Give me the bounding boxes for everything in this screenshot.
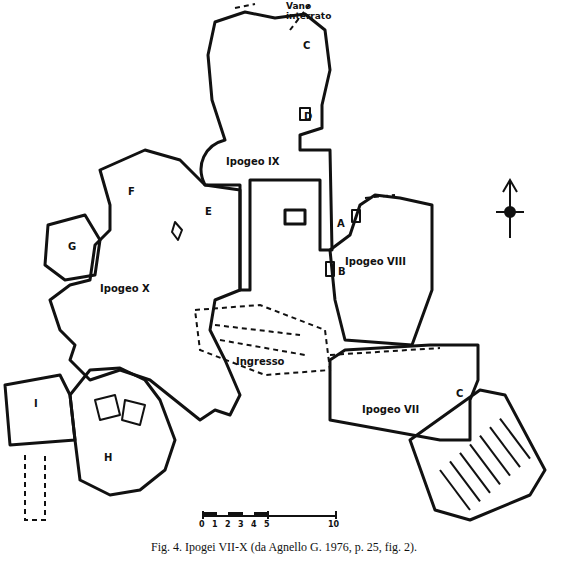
corridor-trace — [215, 325, 305, 355]
room-name: Ipogeo VII — [362, 404, 419, 415]
room-g-outline — [45, 215, 100, 280]
north-arrow — [496, 180, 524, 238]
point-letter: B — [338, 266, 346, 277]
stair-step — [450, 461, 480, 501]
scale-number: 5 — [264, 521, 270, 530]
room-letter: F — [128, 186, 135, 197]
pillar — [172, 222, 182, 240]
scale-bar — [203, 511, 336, 519]
room-i-outline — [5, 375, 75, 445]
buried-passage — [25, 455, 45, 520]
room-letter: H — [104, 452, 112, 463]
scale-number: 3 — [238, 521, 244, 530]
room-name: Ipogeo X — [100, 283, 150, 294]
stair-step — [490, 427, 520, 467]
stair-outline — [410, 390, 545, 520]
ipogeo-vii-outline — [330, 345, 478, 440]
stair-steps — [440, 419, 530, 510]
vano-label: Vano interrato — [286, 2, 334, 22]
scale-number: 1 — [212, 521, 218, 530]
room-name: Ipogeo IX — [226, 156, 279, 167]
room-h-outline — [70, 368, 175, 495]
scale-number: 4 — [251, 521, 257, 530]
scale-number: 0 — [199, 521, 205, 530]
scale-number: 2 — [225, 521, 231, 530]
ipogeo-viii-outline — [330, 195, 432, 345]
buried-edge — [235, 4, 440, 355]
ipogeo-ix-outline — [201, 12, 332, 290]
pillar — [95, 395, 145, 425]
room-letter: E — [205, 206, 212, 217]
stair-step — [470, 444, 500, 484]
ingresso-corridor — [195, 305, 330, 375]
stair-step — [460, 453, 490, 493]
stair-step — [500, 419, 530, 459]
scale-number: 10 — [328, 521, 339, 530]
point-letter: D — [304, 111, 312, 122]
stair-step — [480, 436, 510, 476]
room-letter: I — [34, 398, 38, 409]
room-name: Ipogeo VIII — [345, 256, 406, 267]
room-name: Ingresso — [236, 356, 285, 367]
point-letter: C — [456, 388, 463, 399]
point-letter: A — [337, 218, 345, 229]
pillar — [285, 210, 305, 224]
room-letter: G — [68, 241, 76, 252]
figure-caption: Fig. 4. Ipogei VII-X (da Agnello G. 1976… — [151, 540, 417, 555]
stair-step — [440, 470, 470, 510]
point-letter: C — [303, 40, 310, 51]
niche — [326, 262, 334, 276]
niche — [352, 210, 360, 222]
